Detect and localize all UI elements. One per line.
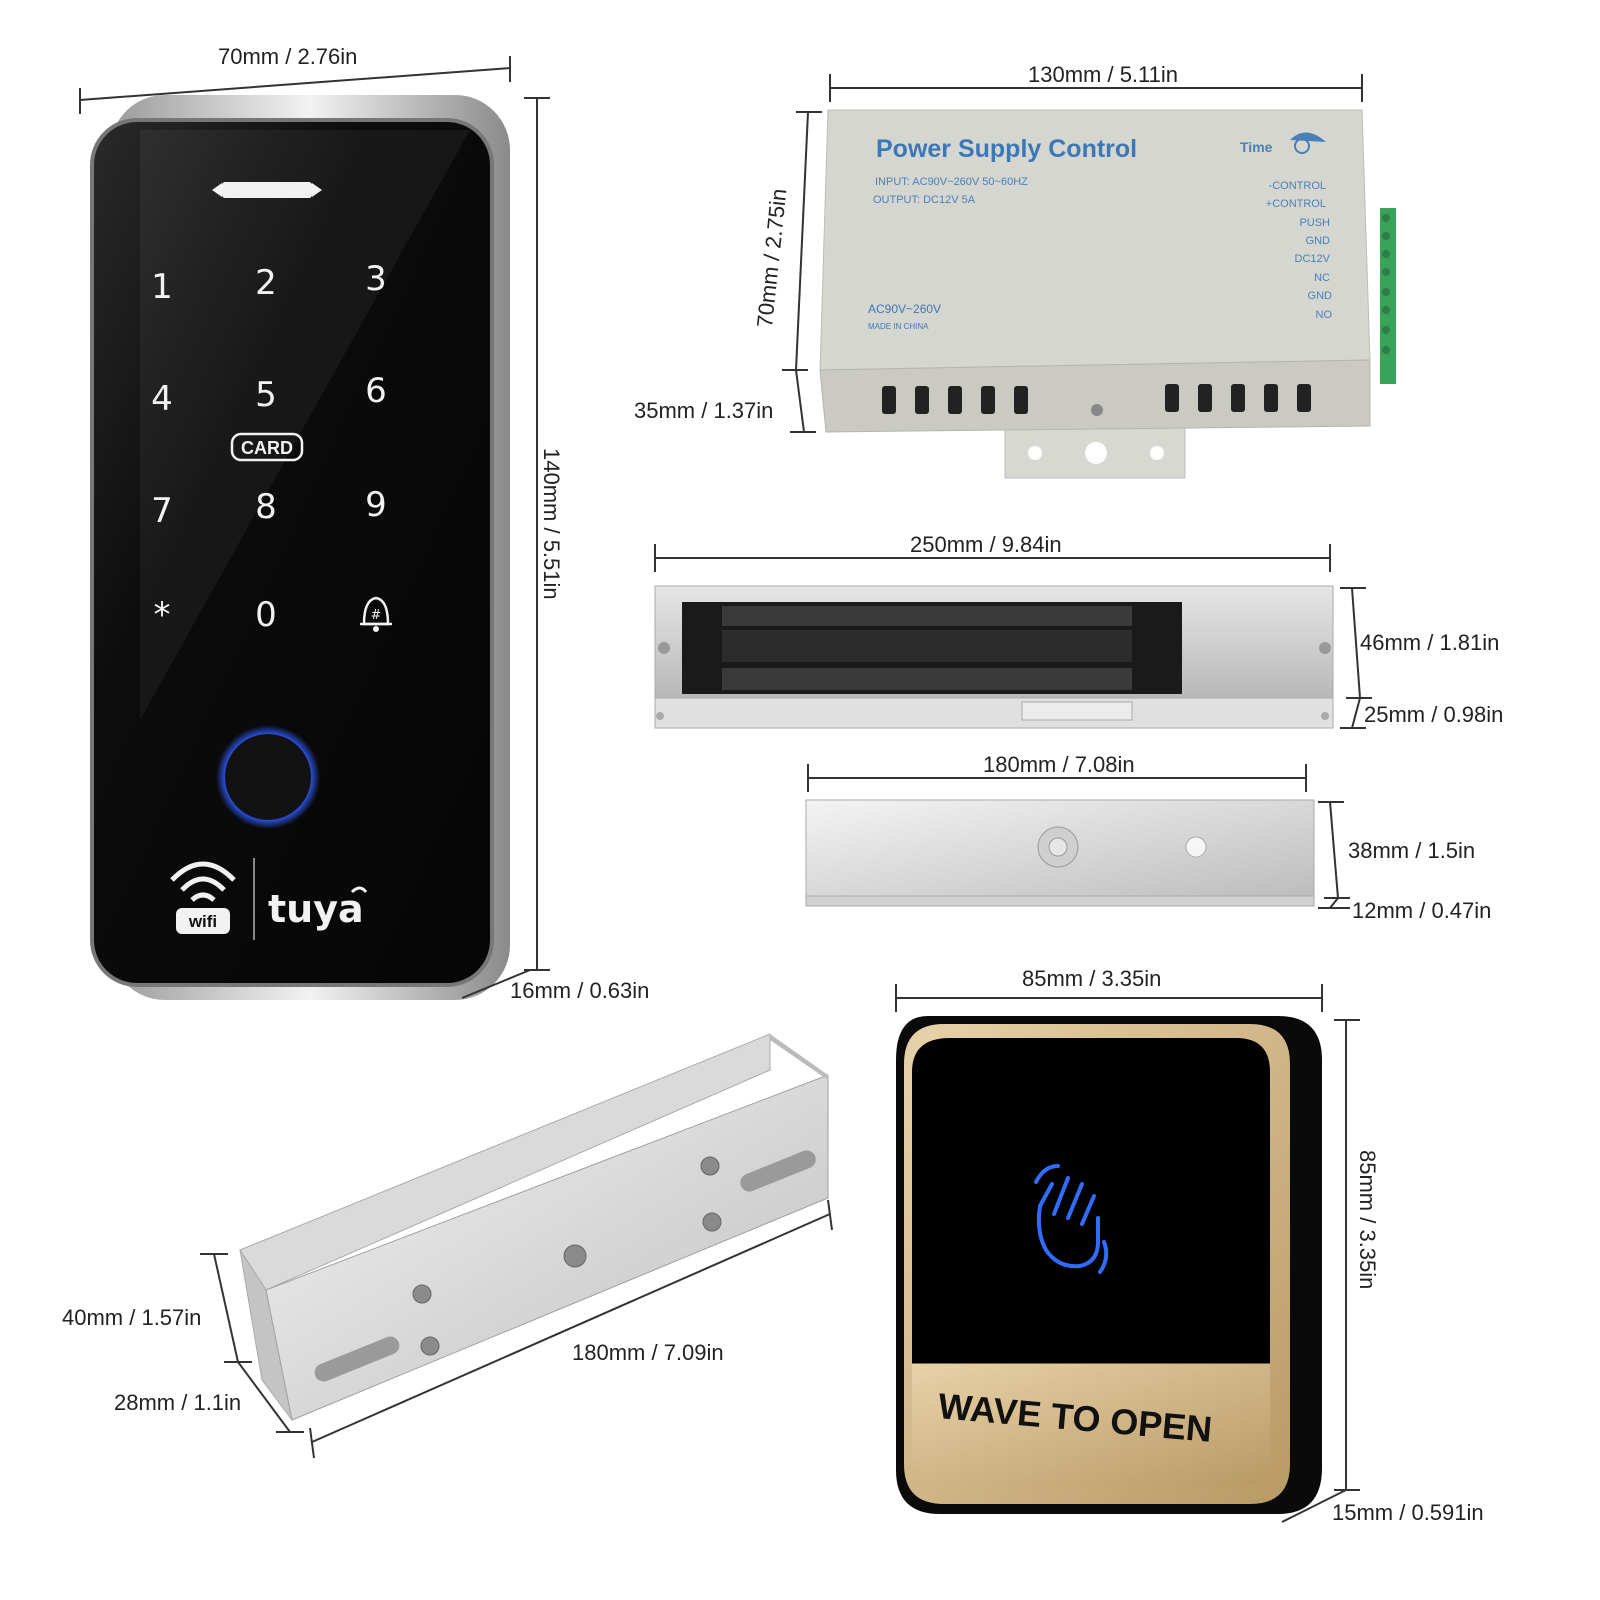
terminal-label: -CONTROL [1269, 180, 1326, 192]
bracket-height-label: 40mm / 1.57in [62, 1305, 202, 1330]
psu-terminal-labels: -CONTROL +CONTROL PUSH GND DC12V NC GND … [1266, 180, 1333, 321]
plate-width-label: 180mm / 7.08in [983, 752, 1135, 777]
key-2[interactable]: 2 [255, 263, 277, 303]
psu-input: INPUT: AC90V~260V 50~60HZ [875, 176, 1028, 188]
keypad-keys: 1 2 3 4 5 6 7 8 9 * 0 # [151, 259, 392, 635]
psu-ac-label: AC90V~260V [868, 302, 941, 316]
lock-depth-label: 25mm / 0.98in [1364, 702, 1504, 727]
key-7[interactable]: 7 [151, 491, 173, 531]
keypad-device: 1 2 3 4 5 6 7 8 9 * 0 # CARD [90, 95, 510, 1000]
psu-title: Power Supply Control [876, 135, 1137, 163]
key-0[interactable]: 0 [255, 595, 277, 635]
key-1[interactable]: 1 [151, 267, 173, 307]
button-width-label: 85mm / 3.35in [1022, 966, 1162, 991]
u-bracket [239, 1033, 829, 1421]
terminal-label: NO [1316, 309, 1333, 321]
psu-depth-label: 35mm / 1.37in [634, 398, 774, 423]
bell-icon[interactable]: # [360, 596, 392, 632]
psu-made-in: MADE IN CHINA [868, 322, 929, 331]
lock-height-label: 46mm / 1.81in [1360, 630, 1500, 655]
card-badge [230, 432, 304, 462]
plate-height-label: 38mm / 1.5in [1348, 838, 1476, 863]
wifi-label: wifi [188, 912, 217, 931]
terminal-label: DC12V [1295, 253, 1331, 265]
svg-text:#: # [371, 608, 382, 623]
key-8[interactable]: 8 [255, 487, 277, 527]
time-dial-icon[interactable] [1290, 132, 1326, 154]
terminal-label: GND [1306, 235, 1331, 247]
psu-time-label: Time [1240, 139, 1273, 155]
key-4[interactable]: 4 [151, 379, 173, 419]
terminal-label: NC [1314, 272, 1330, 284]
key-3[interactable]: 3 [365, 259, 387, 299]
key-star[interactable]: * [154, 595, 171, 635]
fingerprint-sensor[interactable] [216, 725, 320, 829]
tuya-logo: tuya [268, 887, 364, 931]
terminal-label: +CONTROL [1266, 198, 1326, 210]
keypad-height-label: 140mm / 5.51in [539, 448, 564, 600]
keypad-width-label: 70mm / 2.76in [218, 44, 358, 69]
lock-width-label: 250mm / 9.84in [910, 532, 1062, 557]
armature-plate [805, 799, 1315, 907]
plate-depth-label: 12mm / 0.47in [1352, 898, 1492, 923]
key-5[interactable]: 5 [255, 375, 277, 415]
key-6[interactable]: 6 [365, 371, 387, 411]
bracket-depth-label: 28mm / 1.1in [114, 1390, 242, 1415]
psu-width-label: 130mm / 5.11in [1028, 62, 1179, 87]
wave-button-device: WAVE TO OPEN [896, 1016, 1322, 1514]
power-supply: Power Supply Control INPUT: AC90V~260V 5… [819, 109, 1396, 479]
keypad-depth-label: 16mm / 0.63in [510, 978, 650, 1003]
hand-wave-icon[interactable] [1034, 1164, 1109, 1274]
button-height-label: 85mm / 3.35in [1355, 1150, 1380, 1290]
bracket-length-label: 180mm / 7.09in [572, 1340, 724, 1365]
card-label: CARD [241, 438, 293, 458]
psu-output: OUTPUT: DC12V 5A [873, 194, 976, 206]
wifi-icon [170, 861, 236, 934]
magnetic-lock [654, 585, 1334, 729]
button-depth-label: 15mm / 0.591in [1332, 1500, 1484, 1525]
terminal-label: PUSH [1299, 217, 1330, 229]
terminal-label: GND [1308, 290, 1333, 302]
key-9[interactable]: 9 [365, 485, 387, 525]
